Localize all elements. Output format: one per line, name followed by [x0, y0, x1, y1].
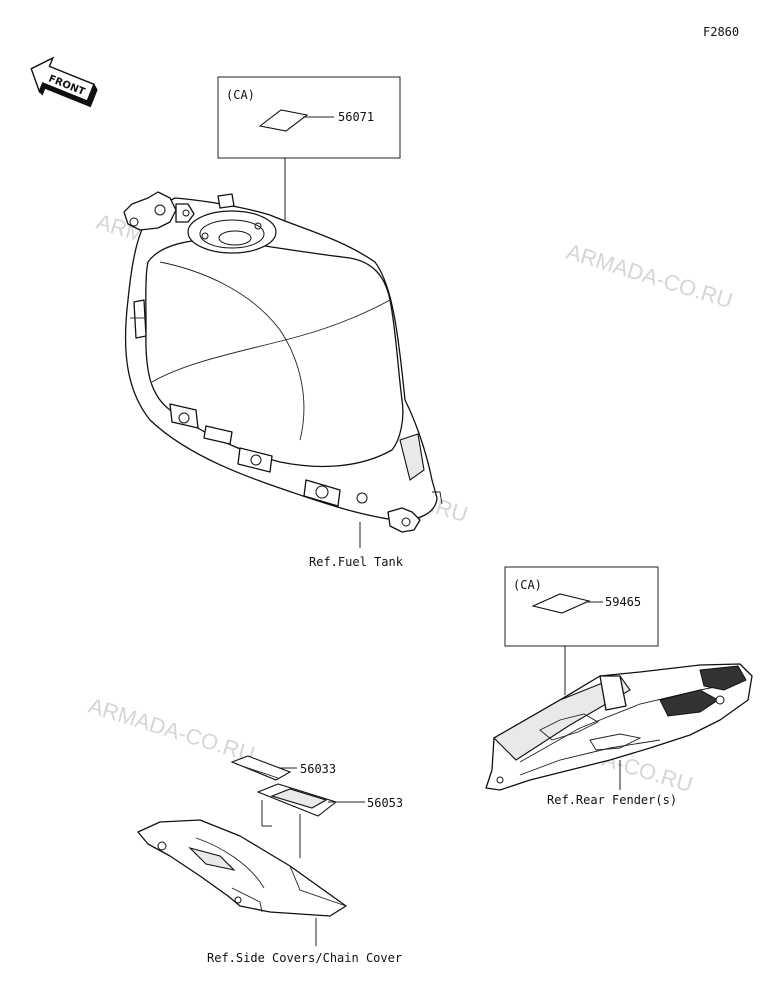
- part-number-59465[interactable]: 59465: [605, 595, 641, 609]
- ref-side-covers-chain-cover: Ref.Side Covers/Chain Cover: [207, 951, 402, 965]
- part-number-56033[interactable]: 56033: [300, 762, 336, 776]
- decal-56053[interactable]: 56053: [256, 783, 403, 817]
- ref-rear-fender: Ref.Rear Fender(s): [547, 793, 677, 807]
- rear-fender-drawing: [485, 663, 753, 791]
- figure-code: F2860: [703, 25, 739, 39]
- ref-fuel-tank: Ref.Fuel Tank: [309, 555, 404, 569]
- fuel-tank-drawing: [123, 191, 443, 533]
- callout-box-fuel-tank-label: (CA) 56071: [217, 76, 401, 159]
- decal-56033[interactable]: 56033: [230, 755, 336, 781]
- watermark: ARMADA-CO.RU: [564, 239, 736, 313]
- callout-box-rear-fender-label: (CA) 59465: [504, 566, 659, 647]
- region-label: (CA): [226, 88, 255, 102]
- chain-cover-drawing: [137, 819, 347, 917]
- region-label: (CA): [513, 578, 542, 592]
- part-number-56071[interactable]: 56071: [338, 110, 374, 124]
- part-number-56053[interactable]: 56053: [367, 796, 403, 810]
- decal-56071-icon: [258, 109, 309, 132]
- decal-59465-icon: [531, 593, 591, 614]
- watermark: ARMADA-CO.RU: [86, 693, 258, 767]
- front-arrow-icon: FRONT: [30, 56, 98, 108]
